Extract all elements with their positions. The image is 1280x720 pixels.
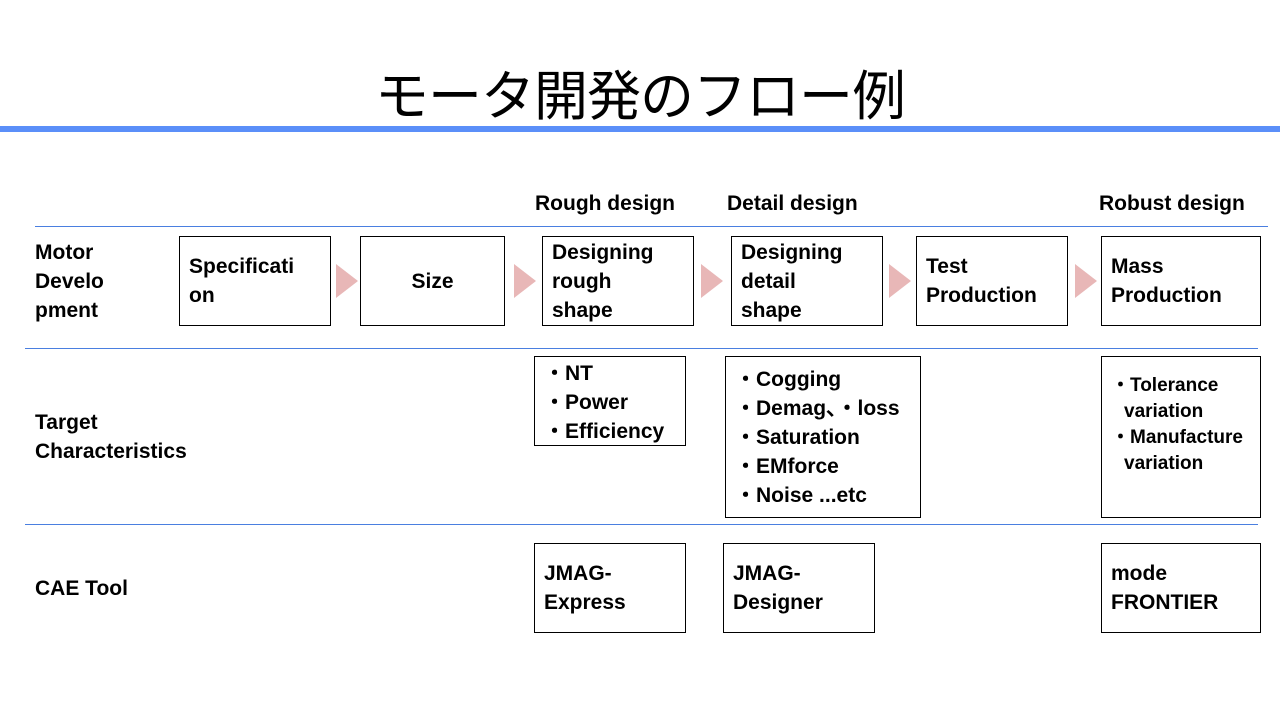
box-line: Designer xyxy=(733,591,823,614)
box-line: Mass xyxy=(1111,255,1164,278)
flow-box-mass-production: Mass Production xyxy=(1101,236,1261,326)
box-line: Designing xyxy=(741,240,843,264)
list-item: ・Power xyxy=(544,391,629,414)
divider-top xyxy=(35,226,1268,227)
row-label-line: Characteristics xyxy=(35,440,187,463)
list-item: ・Efficiency xyxy=(544,420,665,443)
row-label-motor-development: Motor Develo pment xyxy=(35,238,104,325)
title-bar xyxy=(0,126,1280,132)
box-line: FRONTIER xyxy=(1111,591,1219,614)
row-label-line: Target xyxy=(35,411,98,434)
characteristics-list: ・Cogging ・Demag、・loss ・Saturation ・EMfor… xyxy=(735,365,920,510)
characteristics-box-robust: ・Tolerance variation ・Manufacture variat… xyxy=(1101,356,1261,518)
list-item: ・Tolerance variation xyxy=(1111,375,1219,422)
divider-bottom xyxy=(25,524,1258,525)
row-label-cae-tool: CAE Tool xyxy=(35,577,128,600)
tool-box-modefrontier: mode FRONTIER xyxy=(1101,543,1261,633)
box-line: JMAG- xyxy=(544,562,612,585)
flow-box-designing-detail-shape: Designing detail shape xyxy=(731,236,883,326)
row-label-line: pment xyxy=(35,299,98,322)
box-line: Test xyxy=(926,255,968,278)
page-title: モータ開発のフロー例 xyxy=(375,65,906,128)
list-item: ・Demag、・loss xyxy=(735,396,900,420)
flow-arrow-icon xyxy=(889,264,911,298)
tool-box-jmag-express: JMAG- Express xyxy=(534,543,686,633)
flow-arrow-icon xyxy=(514,264,536,298)
box-line: Express xyxy=(544,591,626,614)
flow-arrow-icon xyxy=(1075,264,1097,298)
box-line: shape xyxy=(552,298,613,322)
list-item: ・EMforce xyxy=(735,454,839,478)
flow-arrow-icon xyxy=(336,264,358,298)
box-line: Size xyxy=(411,269,454,293)
characteristics-box-rough: ・NT ・Power ・Efficiency xyxy=(534,356,686,446)
list-item: ・Manufacture variation xyxy=(1111,427,1243,474)
box-line: mode xyxy=(1111,562,1168,585)
divider-middle xyxy=(25,348,1258,349)
box-line: on xyxy=(189,284,215,307)
list-item: ・NT xyxy=(544,362,593,385)
flow-box-test-production: Test Production xyxy=(916,236,1068,326)
stage-rough-design: Rough design xyxy=(535,192,675,215)
row-label-line: Motor xyxy=(35,241,94,264)
flow-box-specification: Specificati on xyxy=(179,236,331,326)
box-line: JMAG- xyxy=(733,562,801,585)
row-label-target-characteristics: Target Characteristics xyxy=(35,408,187,466)
stage-robust-design: Robust design xyxy=(1099,192,1245,215)
box-line: shape xyxy=(741,298,802,322)
flow-box-designing-rough-shape: Designing rough shape xyxy=(542,236,694,326)
list-item: ・Noise ...etc xyxy=(735,483,867,507)
box-line: rough xyxy=(552,269,612,293)
row-label-line: Develo xyxy=(35,270,104,293)
box-line: detail xyxy=(741,269,796,293)
box-line: Production xyxy=(926,284,1037,307)
box-line: Production xyxy=(1111,284,1222,307)
characteristics-list: ・NT ・Power ・Efficiency xyxy=(544,359,685,446)
tool-box-jmag-designer: JMAG- Designer xyxy=(723,543,875,633)
flow-box-size: Size xyxy=(360,236,505,326)
list-item: ・Saturation xyxy=(735,425,860,449)
box-line: Specificati xyxy=(189,255,295,278)
characteristics-box-detail: ・Cogging ・Demag、・loss ・Saturation ・EMfor… xyxy=(725,356,921,518)
characteristics-list: ・Tolerance variation ・Manufacture variat… xyxy=(1111,373,1254,477)
box-line: Designing xyxy=(552,240,654,264)
stage-detail-design: Detail design xyxy=(727,192,858,215)
list-item: ・Cogging xyxy=(735,367,842,391)
flow-arrow-icon xyxy=(701,264,723,298)
